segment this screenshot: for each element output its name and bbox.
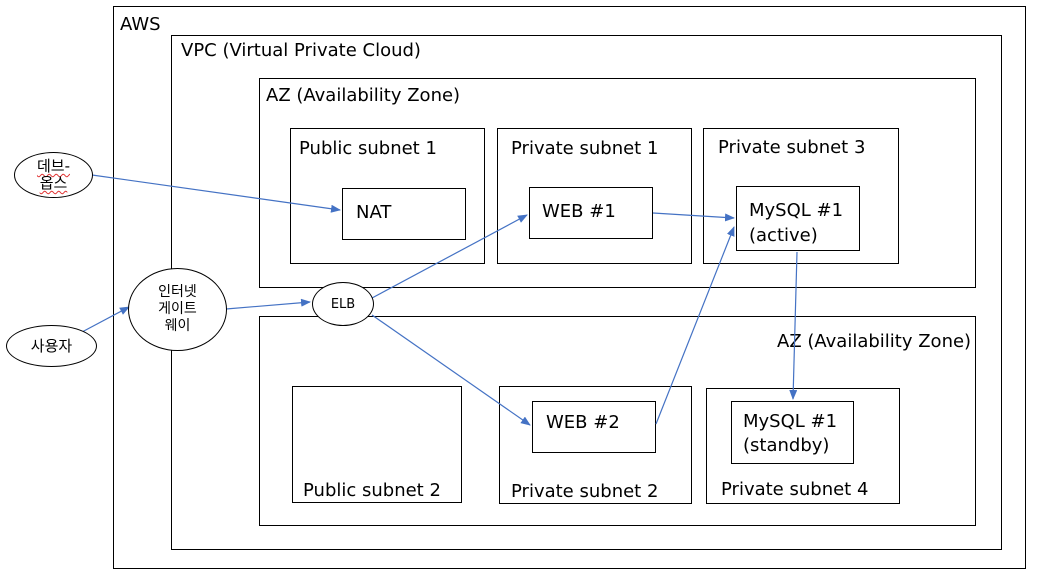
private-subnet-1 xyxy=(497,128,692,264)
aws-label: AWS xyxy=(120,14,161,35)
private-subnet-4 xyxy=(706,388,900,504)
mysql-standby-label-2: (standby) xyxy=(743,435,830,456)
nat-label: NAT xyxy=(356,202,392,223)
user-label: 사용자 xyxy=(30,336,73,355)
elb-label: ELB xyxy=(330,296,356,312)
igw-label-1: 인터넷 xyxy=(158,284,197,300)
devops-label-1: 데브- xyxy=(36,157,70,175)
private-subnet-3-label: Private subnet 3 xyxy=(718,137,866,158)
devops-label-2: 옵스 xyxy=(39,174,68,192)
internet-gateway-ellipse: 인터넷 게이트 웨이 xyxy=(128,268,227,351)
mysql-active-label-2: (active) xyxy=(749,225,818,246)
web1-box xyxy=(529,187,653,239)
devops-ellipse: 데브- 옵스 xyxy=(14,152,93,198)
igw-label-2: 게이트 xyxy=(158,301,197,317)
aws-container xyxy=(113,6,1026,569)
mysql-active-label-1: MySQL #1 xyxy=(749,200,844,221)
public-subnet-2-label: Public subnet 2 xyxy=(303,480,441,501)
web1-label: WEB #1 xyxy=(542,201,616,222)
az1-label: AZ (Availability Zone) xyxy=(266,85,461,106)
web2-box xyxy=(532,401,656,453)
private-subnet-2 xyxy=(499,386,692,504)
mysql-standby-box xyxy=(731,401,854,464)
private-subnet-1-label: Private subnet 1 xyxy=(511,138,659,159)
elb-ellipse: ELB xyxy=(312,282,374,326)
web2-label: WEB #2 xyxy=(546,412,620,433)
private-subnet-2-label: Private subnet 2 xyxy=(511,481,659,502)
mysql-standby-label-1: MySQL #1 xyxy=(743,411,838,432)
vpc-label: VPC (Virtual Private Cloud) xyxy=(181,40,421,61)
public-subnet-1-label: Public subnet 1 xyxy=(299,138,437,159)
az2-container xyxy=(259,316,976,526)
az2-label: AZ (Availability Zone) xyxy=(777,331,972,352)
igw-label-3: 웨이 xyxy=(164,318,191,334)
private-subnet-3 xyxy=(703,128,899,264)
user-ellipse: 사용자 xyxy=(6,325,97,367)
private-subnet-4-label: Private subnet 4 xyxy=(721,479,869,500)
mysql-active-box xyxy=(736,186,860,251)
